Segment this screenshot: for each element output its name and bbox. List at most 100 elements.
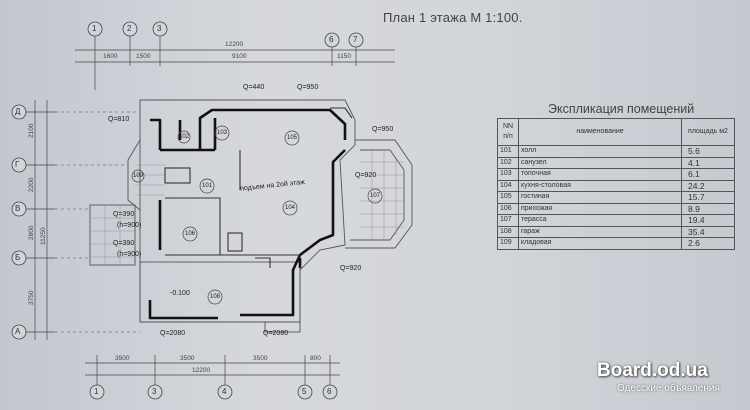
dim-bottom-d: 800 xyxy=(310,355,321,362)
axis-left-1: Д xyxy=(15,107,21,116)
cell-area: 19.4 xyxy=(681,214,735,227)
axis-bottom-2: 3 xyxy=(152,387,157,396)
axis-top-4: 6 xyxy=(329,35,334,44)
room-tags xyxy=(131,125,383,305)
cell-name: гараж xyxy=(518,225,682,238)
dim-bottom-total: 12200 xyxy=(192,367,211,374)
axis-top-5: 7 xyxy=(353,35,358,44)
cell-num: 101 xyxy=(497,145,519,158)
building-outline xyxy=(89,99,413,333)
room-label-109: 109 xyxy=(133,173,144,179)
level-mark: Q=950 xyxy=(372,126,394,133)
room-label-105: 105 xyxy=(287,135,298,141)
explication-header-row: NN п/п наименование площадь м2 xyxy=(497,118,735,146)
cell-name: кладовая xyxy=(518,237,682,250)
cell-name: терасса xyxy=(518,214,682,227)
level-mark: Q=2080 xyxy=(160,330,186,337)
cell-name: холл xyxy=(518,145,682,158)
level-mark: (h=900) xyxy=(117,222,142,229)
axis-top-1: 1 xyxy=(92,24,97,33)
axis-left-2: Г xyxy=(15,160,20,169)
cell-num: 109 xyxy=(497,237,519,250)
dim-bottom-a: 3500 xyxy=(115,355,130,362)
level-mark: (h=900) xyxy=(117,251,142,258)
cell-area: 5.6 xyxy=(681,145,735,158)
room-label-101: 101 xyxy=(202,183,213,189)
header-name: наименование xyxy=(518,118,682,146)
cell-name: санузел xyxy=(518,156,682,169)
cell-area: 6.1 xyxy=(681,168,735,181)
room-label-103: 103 xyxy=(217,130,228,136)
plan-title: План 1 этажа М 1:100. xyxy=(383,10,523,25)
axis-left-3: В xyxy=(15,204,21,213)
axis-bottom-5: 6 xyxy=(327,387,332,396)
cell-name: гостиная xyxy=(518,191,682,204)
level-mark: Q=440 xyxy=(243,84,265,91)
header-area: площадь м2 xyxy=(681,118,735,146)
cell-name: прихожая xyxy=(518,202,682,215)
axis-bottom-3: 4 xyxy=(222,387,227,396)
cell-area: 15.7 xyxy=(681,191,735,204)
tile-pattern xyxy=(90,150,404,265)
cell-num: 102 xyxy=(497,156,519,169)
dim-bottom-b: 3500 xyxy=(180,355,195,362)
room-label-104: 104 xyxy=(285,205,296,211)
dim-top-a: 1600 xyxy=(103,53,118,60)
level-mark: Q=950 xyxy=(297,84,319,91)
axis-bottom-4: 5 xyxy=(302,387,307,396)
level-mark: Q=920 xyxy=(355,172,377,179)
level-mark: Q=810 xyxy=(108,116,130,123)
cell-num: 103 xyxy=(497,168,519,181)
room-label-107: 107 xyxy=(370,193,381,199)
cell-area: 4.1 xyxy=(681,156,735,169)
header-num: NN п/п xyxy=(497,118,519,146)
cell-area: 35.4 xyxy=(681,225,735,238)
interior-walls xyxy=(164,107,353,268)
axis-left-4: Б xyxy=(15,253,21,262)
axis-top-3: 3 xyxy=(157,24,162,33)
dim-top-total: 12200 xyxy=(225,41,244,48)
dim-top-b: 1500 xyxy=(136,53,151,60)
watermark-subtitle: Одесские объявления xyxy=(617,383,720,394)
cell-area: 8.9 xyxy=(681,202,735,215)
level-mark: Q=2080 xyxy=(263,330,289,337)
axis-bottom-1: 1 xyxy=(94,387,99,396)
level-mark: Q=390 xyxy=(113,240,135,247)
explication-title: Экспликация помещений xyxy=(548,102,695,116)
room-label-108: 108 xyxy=(210,294,221,300)
cell-name: кухня-столовая xyxy=(518,179,682,192)
cell-num: 104 xyxy=(497,179,519,192)
cell-area: 2.6 xyxy=(681,237,735,250)
room-label-102: 102 xyxy=(179,134,190,140)
level-mark: -0.100 xyxy=(170,290,190,297)
watermark-site: Board.od.ua xyxy=(597,360,708,381)
room-label-106: 106 xyxy=(185,231,196,237)
cell-num: 107 xyxy=(497,214,519,227)
cell-num: 106 xyxy=(497,202,519,215)
level-mark: Q=920 xyxy=(340,265,362,272)
cell-num: 105 xyxy=(497,191,519,204)
dim-bottom-c: 3500 xyxy=(253,355,268,362)
axis-markers xyxy=(11,21,364,400)
walls xyxy=(148,108,347,320)
cell-name: топочная xyxy=(518,168,682,181)
dim-top-d: 1150 xyxy=(337,53,351,60)
axis-left-5: А xyxy=(15,327,21,336)
cell-num: 108 xyxy=(497,225,519,238)
cell-area: 24.2 xyxy=(681,179,735,192)
